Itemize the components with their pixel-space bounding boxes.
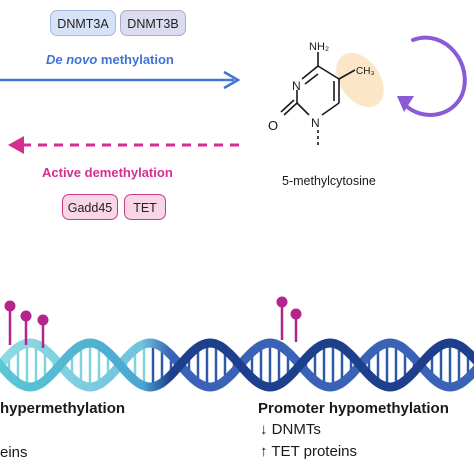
tet-increase-text: ↑ TET proteins xyxy=(260,443,357,460)
de-novo-italic-text: De novo xyxy=(46,52,98,67)
hypermethylation-title: hypermethylation xyxy=(0,400,126,417)
5-methylcytosine-structure xyxy=(280,52,384,146)
demethylation-arrow xyxy=(8,136,244,154)
methyl-groups-right xyxy=(276,296,302,342)
cycle-arrow-icon xyxy=(397,35,467,117)
atom-n-top: N xyxy=(292,79,301,93)
methylation-text: methylation xyxy=(100,52,174,67)
gadd45-badge: Gadd45 xyxy=(62,194,118,220)
atom-nh2: NH₂ xyxy=(309,41,329,53)
tet-badge: TET xyxy=(124,194,166,220)
dnmt3a-badge: DNMT3A xyxy=(50,10,116,36)
left-protein-text: eins xyxy=(0,444,28,461)
promoter-hypomethylation-title: Promoter hypomethylation xyxy=(258,400,449,417)
molecule-name: 5-methylcytosine xyxy=(282,174,376,188)
atom-ch3: CH₃ xyxy=(356,66,375,77)
active-demethylation-label: Active demethylation xyxy=(42,165,173,180)
dnmt3b-badge: DNMT3B xyxy=(120,10,186,36)
dna-strand-front xyxy=(0,338,474,392)
de-novo-arrow xyxy=(0,70,241,90)
methyl-groups-left xyxy=(4,300,49,348)
atom-n-bottom: N xyxy=(311,116,320,130)
dnmts-decrease-text: ↓ DNMTs xyxy=(260,421,321,438)
dna-strand-back xyxy=(0,338,474,392)
atom-o: O xyxy=(268,118,278,133)
de-novo-methylation-label: De novo methylation xyxy=(46,52,174,67)
